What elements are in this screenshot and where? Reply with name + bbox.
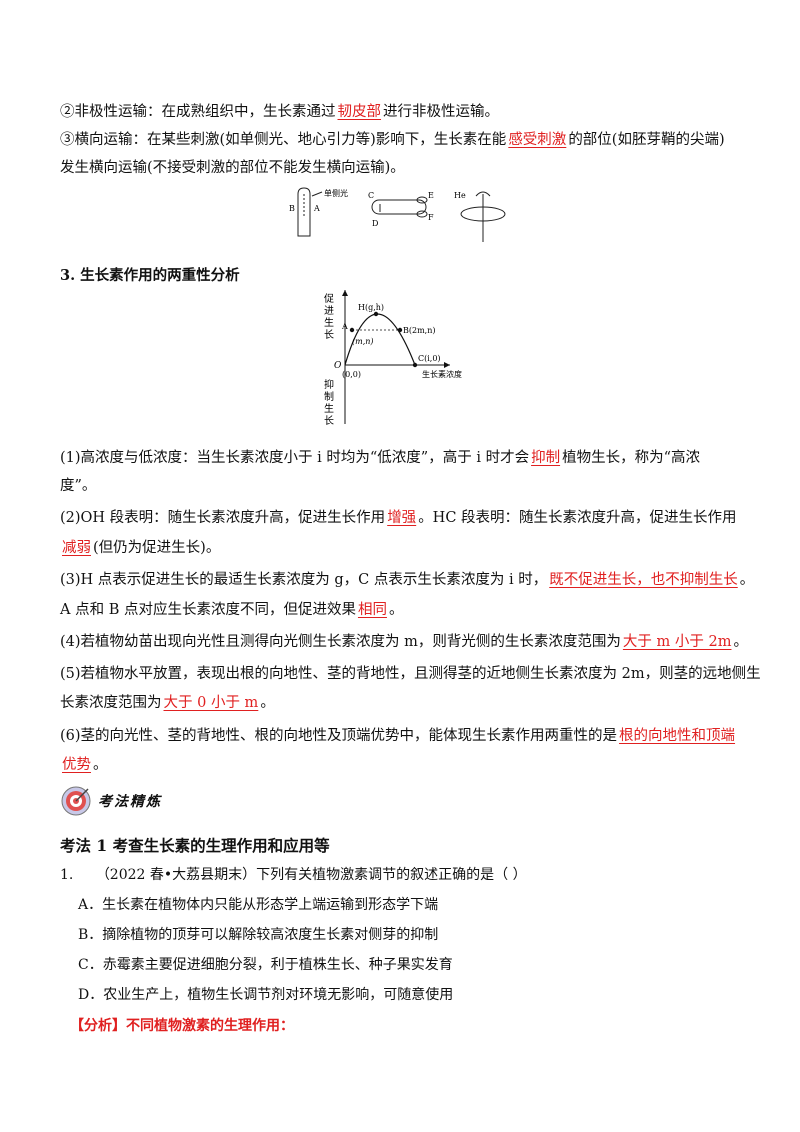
answer-same: 相同 bbox=[357, 602, 387, 618]
answer-sense-stimulus: 感受刺激 bbox=[508, 132, 567, 148]
section-3-heading: 3. 生长素作用的两重性分析 bbox=[60, 267, 240, 284]
svg-text:长: 长 bbox=[324, 329, 334, 341]
label-d: D bbox=[372, 219, 378, 228]
label-a: A bbox=[313, 204, 320, 213]
answer-dominance: 优势 bbox=[62, 757, 91, 773]
origin-label: O bbox=[334, 361, 342, 371]
option-c[interactable]: C．赤霉素主要促进细胞分裂，利于植株生长、种子果实发育 bbox=[78, 957, 453, 973]
answer-inhibit: 抑制 bbox=[531, 450, 561, 466]
banner-title: 考法精炼 bbox=[98, 794, 162, 810]
transport-item-3: ③横向运输：在某些刺激(如单侧光、地心引力等)影响下，生长素在能感受刺激的部位(… bbox=[60, 132, 725, 148]
method-1-heading: 考法 1 考查生长素的生理作用和应用等 bbox=[60, 836, 330, 855]
svg-text:生: 生 bbox=[324, 402, 334, 415]
horizontal-stem-figure bbox=[371, 196, 428, 218]
point-3-cont: A 点和 B 点对应生长素浓度不同，但促进效果相同。 bbox=[60, 602, 404, 618]
coleoptile-figure bbox=[297, 187, 323, 237]
answer-neither: 既不促进生长，也不抑制生长 bbox=[549, 572, 738, 588]
transport-figure: B A 单侧光 C D E F He bbox=[289, 187, 506, 242]
answer-increase: 增强 bbox=[387, 510, 417, 526]
y-label-up: 促 进 生 长 bbox=[324, 292, 334, 341]
label-mn: (m,n) bbox=[352, 337, 374, 346]
label-b-point: B(2m,n) bbox=[403, 326, 436, 335]
answer-root-apical: 根的向地性和顶端 bbox=[619, 728, 736, 744]
label-f: F bbox=[428, 213, 434, 222]
svg-text:制: 制 bbox=[324, 390, 334, 403]
label-light: 单侧光 bbox=[324, 188, 348, 198]
svg-text:生: 生 bbox=[324, 316, 334, 329]
point-4: (4)若植物幼苗出现向光性且测得向光侧生长素浓度为 m，则背光侧的生长素浓度范围… bbox=[60, 634, 748, 650]
point-b bbox=[397, 327, 403, 333]
answer-phloem: 韧皮部 bbox=[337, 104, 382, 120]
point-6: (6)茎的向光性、茎的背地性、根的向地性及顶端优势中，能体现生长素作用两重性的是… bbox=[60, 728, 736, 744]
point-c bbox=[412, 362, 418, 368]
transport-item-2: ②非极性运输：在成熟组织中，生长素通过韧皮部进行非极性运输。 bbox=[60, 104, 499, 120]
label-b: B bbox=[289, 204, 295, 213]
analysis-line: 【分析】不同植物激素的生理作用： bbox=[70, 1018, 294, 1034]
auxin-dose-response-graph: 促 进 生 长 抑 制 生 长 O (0,0) 生长素浓度 H(g,h) A B… bbox=[324, 290, 462, 427]
rotating-disc-figure bbox=[460, 191, 506, 242]
point-5: (5)若植物水平放置，表现出根的向地性、茎的背地性，且测得茎的近地侧生长素浓度为… bbox=[60, 666, 761, 682]
point-2: (2)OH 段表明：随生长素浓度升高，促进生长作用增强。HC 段表明：随生长素浓… bbox=[60, 510, 737, 526]
answer-range-0-m: 大于 0 小于 m bbox=[163, 695, 259, 711]
transport-item-3-cont: 发生横向运输(不接受刺激的部位不能发生横向运输)。 bbox=[60, 160, 405, 176]
question-1: 1. （2022 春•大荔县期末）下列有关植物激素调节的叙述正确的是（ ） bbox=[60, 867, 527, 883]
point-1-cont: 度”。 bbox=[60, 478, 97, 494]
origin-coord: (0,0) bbox=[342, 370, 361, 379]
label-e: E bbox=[428, 191, 434, 200]
svg-text:长: 长 bbox=[324, 415, 334, 427]
x-axis-arrow bbox=[444, 362, 450, 368]
option-a[interactable]: A．生长素在植物体内只能从形态学上端运输到形态学下端 bbox=[78, 897, 439, 913]
point-2-cont: 减弱(但仍为促进生长)。 bbox=[62, 540, 221, 556]
label-c-point: C(i,0) bbox=[418, 354, 441, 363]
point-5-cont: 长素浓度范围为大于 0 小于 m。 bbox=[60, 695, 275, 711]
option-d[interactable]: D．农业生产上，植物生长调节剂对环境无影响，可随意使用 bbox=[78, 987, 454, 1003]
svg-text:进: 进 bbox=[324, 305, 334, 317]
point-3: (3)H 点表示促进生长的最适生长素浓度为 g，C 点表示生长素浓度为 i 时，… bbox=[60, 572, 755, 588]
svg-text:促: 促 bbox=[324, 292, 334, 305]
y-label-down: 抑 制 生 长 bbox=[324, 379, 334, 427]
target-icon bbox=[61, 786, 91, 816]
answer-range-m-2m: 大于 m 小于 2m bbox=[622, 634, 732, 650]
y-axis-arrow bbox=[342, 290, 348, 296]
svg-text:抑: 抑 bbox=[324, 379, 334, 391]
point-1: (1)高浓度与低浓度：当生长素浓度小于 i 时均为“低浓度”，高于 i 时才会抑… bbox=[60, 450, 700, 466]
label-he: He bbox=[454, 191, 466, 200]
label-c: C bbox=[368, 191, 374, 200]
x-axis-label: 生长素浓度 bbox=[422, 369, 462, 379]
label-h: H(g,h) bbox=[358, 303, 384, 312]
answer-decrease: 减弱 bbox=[62, 540, 91, 556]
option-b[interactable]: B．摘除植物的顶芽可以解除较高浓度生长素对侧芽的抑制 bbox=[78, 927, 439, 943]
label-a-point: A bbox=[341, 322, 348, 331]
point-6-cont: 优势。 bbox=[62, 757, 108, 773]
method-banner: 考法精炼 bbox=[60, 785, 162, 817]
point-a bbox=[349, 327, 355, 333]
point-h bbox=[373, 311, 379, 317]
